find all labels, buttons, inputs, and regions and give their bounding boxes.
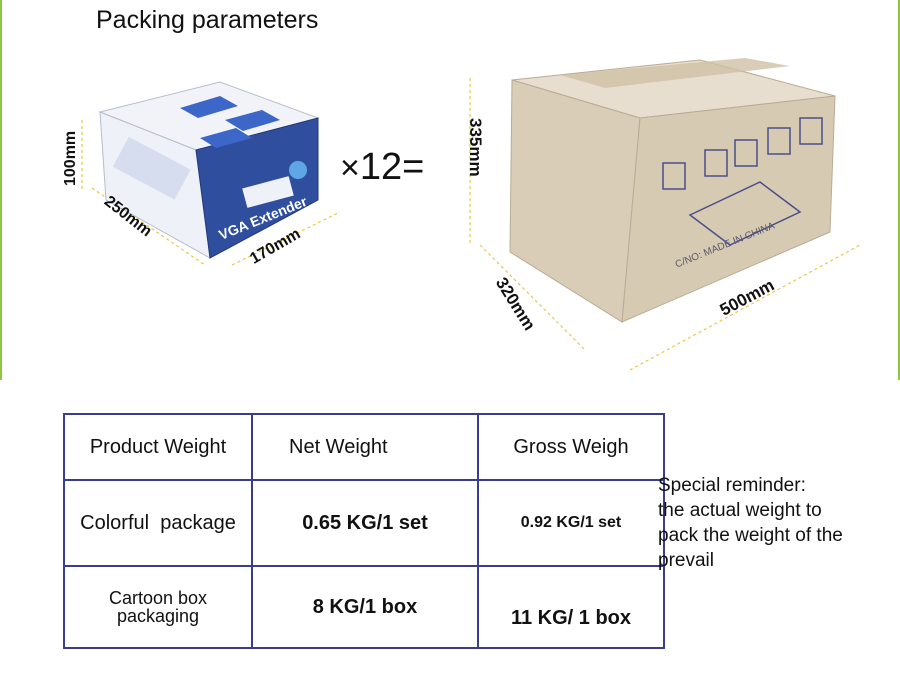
header-product-weight: Product Weight xyxy=(63,413,253,481)
table-header-row: Product Weight Net Weight Gross Weigh xyxy=(63,413,665,481)
row-net-weight: 8 KG/1 box xyxy=(251,565,479,649)
table-row: Colorful package 0.65 KG/1 set 0.92 KG/1… xyxy=(63,479,665,567)
row-gross-weight: 11 KG/ 1 box xyxy=(477,565,665,649)
special-reminder: Special reminder: the actual weight to p… xyxy=(658,473,843,573)
header-net-weight: Net Weight xyxy=(251,413,479,481)
multiply-symbol: × xyxy=(340,149,360,187)
row-gross-weight: 0.92 KG/1 set xyxy=(477,479,665,567)
row-net-weight: 0.65 KG/1 set xyxy=(251,479,479,567)
table-row: Cartoon box packaging 8 KG/1 box 11 KG/ … xyxy=(63,565,665,649)
reminder-line: Special reminder: xyxy=(658,475,806,496)
row-label: Colorful package xyxy=(63,479,253,567)
multiplier-value: 12= xyxy=(359,146,425,188)
page-title: Packing parameters xyxy=(96,6,319,34)
reminder-line: the actual weight to xyxy=(658,500,822,521)
reminder-line: prevail xyxy=(658,550,714,571)
row-label: Cartoon box packaging xyxy=(63,565,253,649)
small-box-height-label: 100mm xyxy=(62,130,79,186)
header-gross-weight: Gross Weigh xyxy=(477,413,665,481)
carton-height-label: 335mm xyxy=(466,118,485,177)
reminder-line: pack the weight of the xyxy=(658,525,843,546)
multiplier: ×12= xyxy=(340,146,424,189)
packing-illustration-area: Packing parameters xyxy=(0,0,900,380)
accent-bar-right xyxy=(898,0,900,380)
weights-table: Product Weight Net Weight Gross Weigh Co… xyxy=(63,413,665,649)
accent-bar-left xyxy=(0,0,2,380)
product-box-illustration xyxy=(81,58,861,371)
